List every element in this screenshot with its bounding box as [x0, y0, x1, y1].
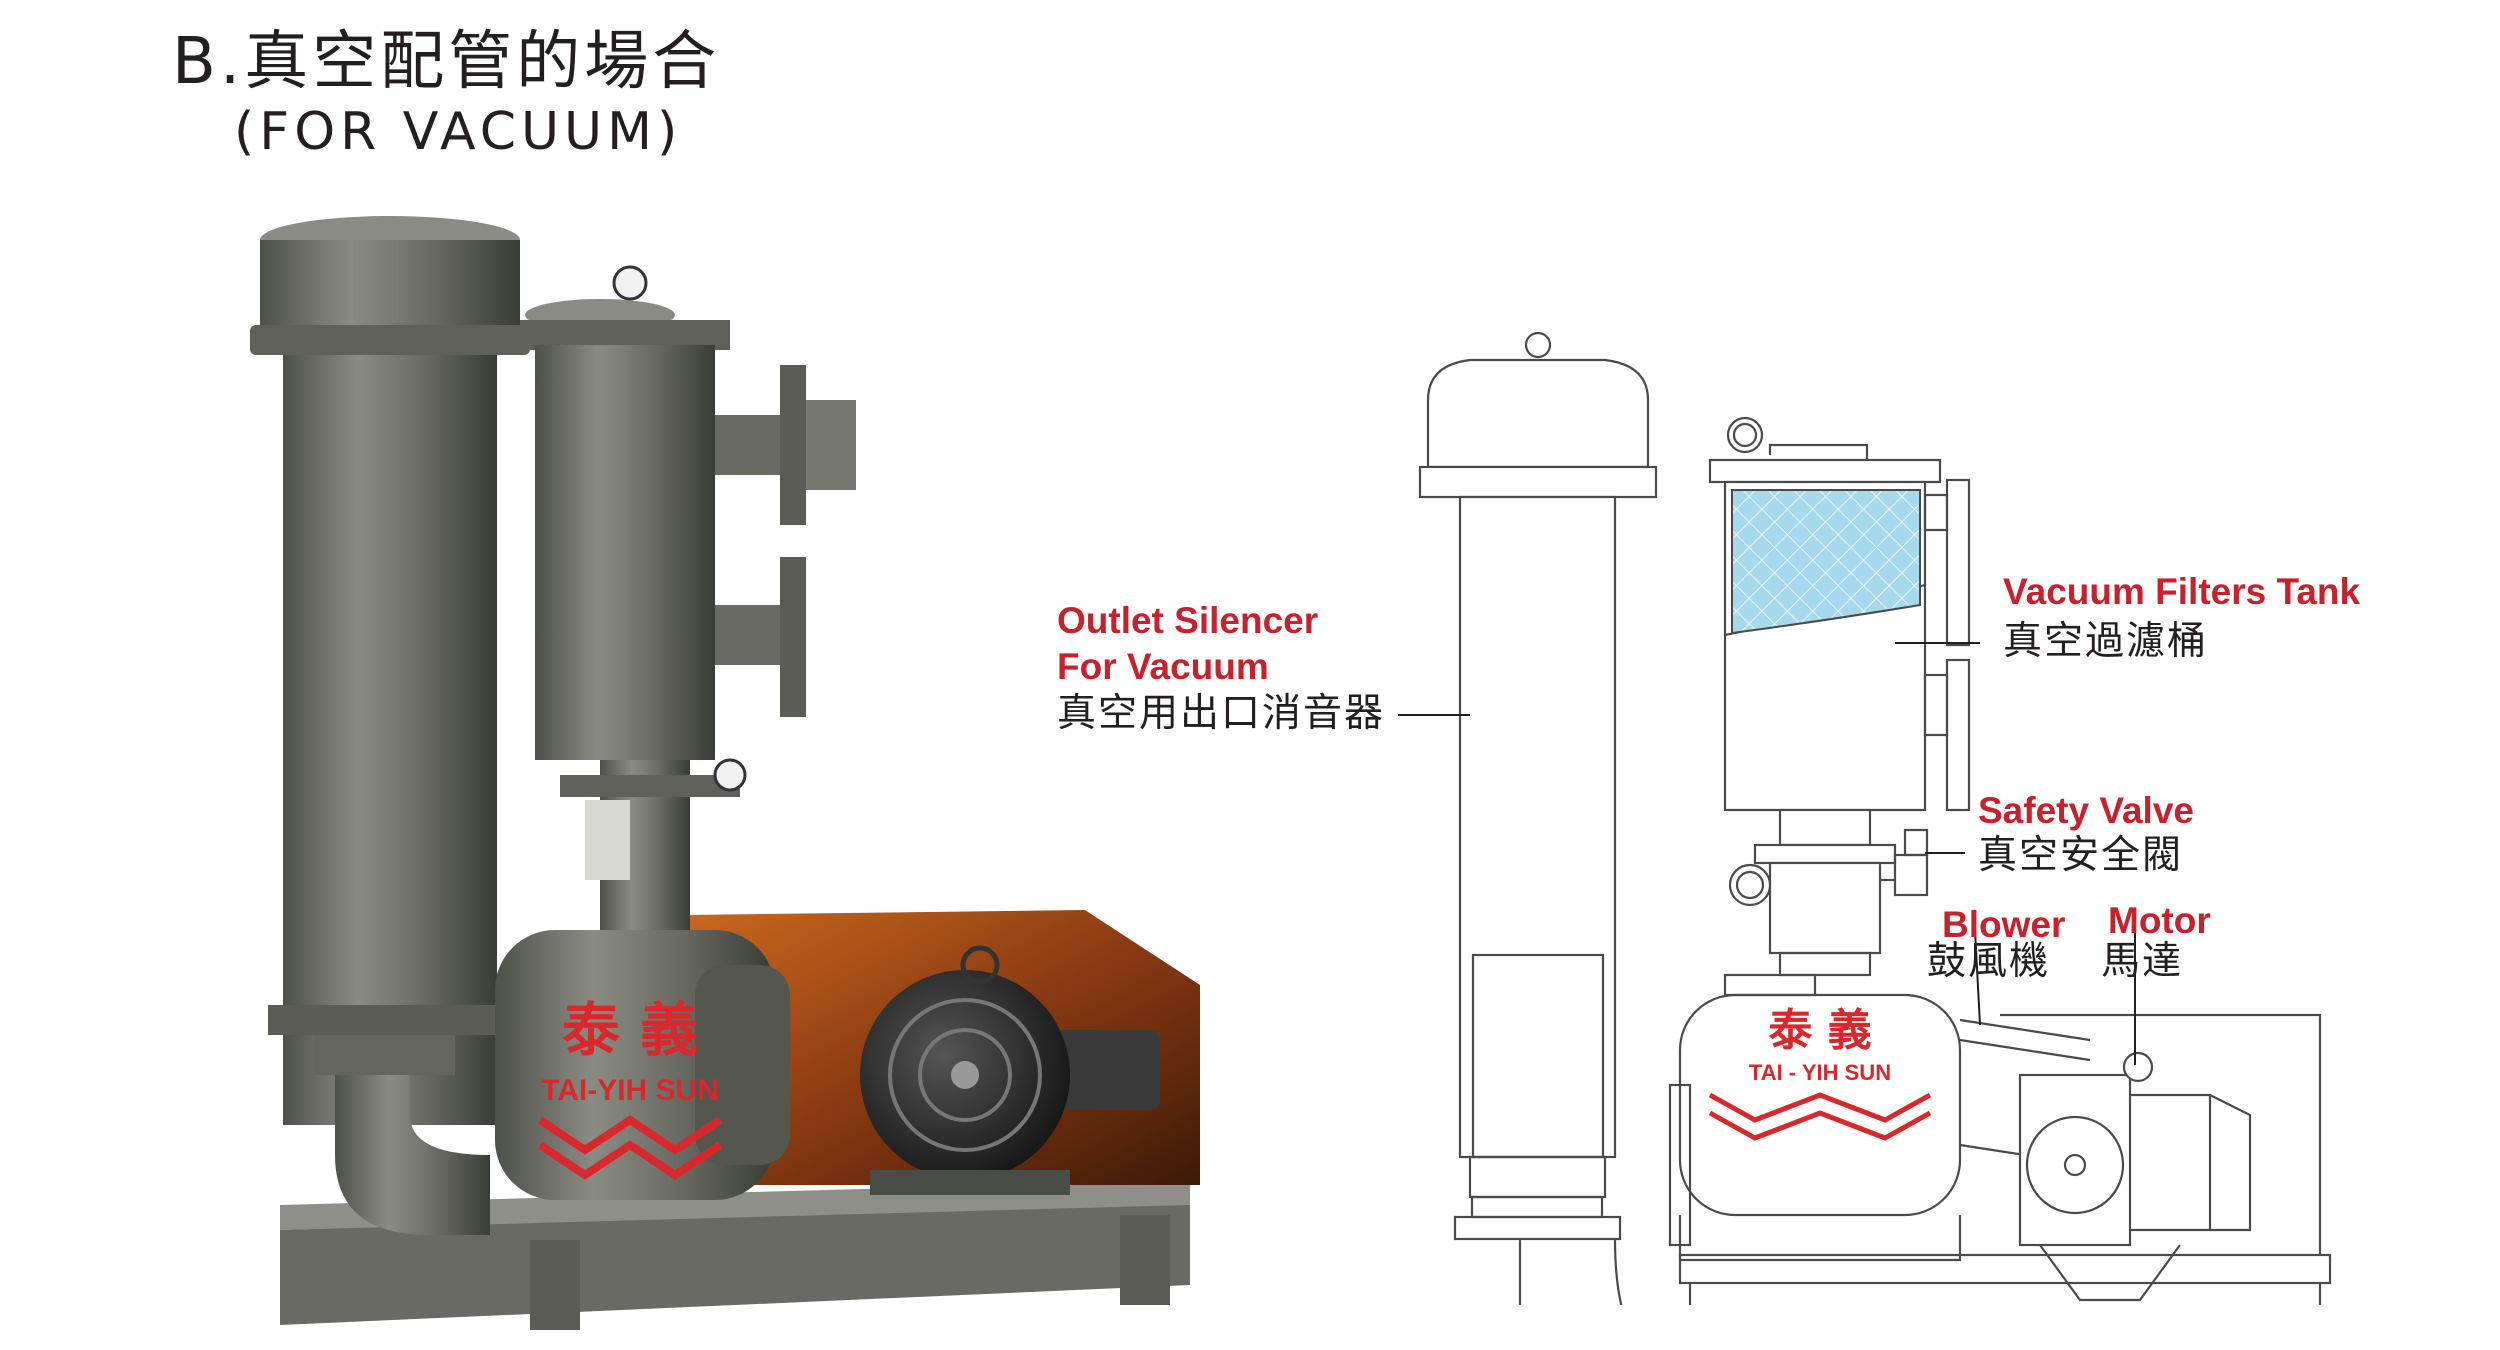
photo-brand-chinese: 泰 義: [562, 996, 698, 1064]
label-outlet-silencer-zh: 真空用出口消音器: [1057, 691, 1386, 736]
blower-unit-photo: 泰 義 TAI-YIH SUN: [250, 216, 1200, 1330]
label-blower-zh: 鼓風機: [1927, 939, 2051, 984]
page-subtitle: (FOR VACUUM): [234, 102, 683, 162]
label-filters-tank-zh: 真空過濾桶: [2003, 619, 2209, 664]
label-motor-en: Motor: [2108, 900, 2211, 941]
photo-brand-english: TAI-YIH SUN: [541, 1074, 719, 1107]
drawing-brand-chinese: 泰 義: [1768, 1005, 1871, 1056]
page-title: B.真空配管的場合: [172, 25, 721, 99]
label-safety-valve-en: Safety Valve: [1978, 790, 2194, 831]
label-motor-zh: 馬達: [2101, 939, 2184, 984]
label-filters-tank-en: Vacuum Filters Tank: [2003, 571, 2361, 612]
blower-line-drawing: 泰 義 TAI - YIH SUN: [1398, 331, 2332, 1305]
label-safety-valve-zh: 真空安全閥: [1978, 833, 2184, 878]
drawing-brand-english: TAI - YIH SUN: [1749, 1060, 1891, 1085]
label-outlet-silencer-en-1: Outlet Silencer: [1057, 600, 1319, 641]
label-blower-en: Blower: [1942, 904, 2066, 945]
label-outlet-silencer-en-2: For Vacuum: [1057, 646, 1269, 687]
